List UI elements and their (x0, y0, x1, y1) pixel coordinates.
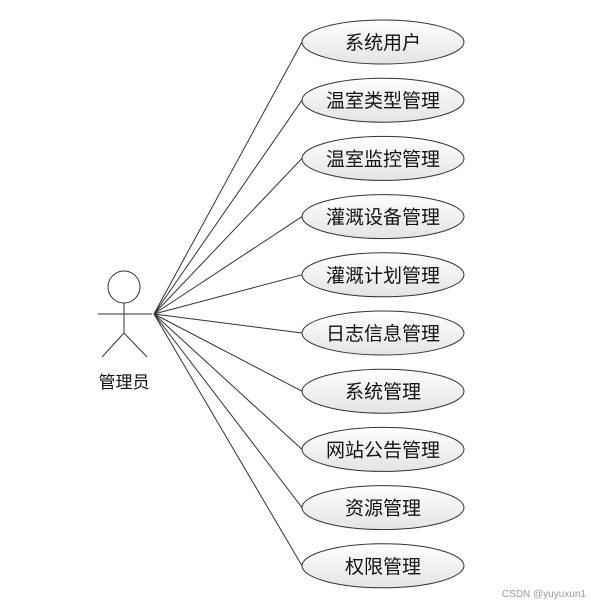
use-case-label: 权限管理 (345, 556, 421, 578)
actor-label: 管理员 (99, 373, 150, 393)
use-case-ellipse (301, 368, 465, 414)
use-case-label: 系统管理 (345, 381, 421, 403)
use-case-label: 温室监控管理 (326, 148, 440, 170)
association-line (153, 158, 303, 315)
use-case-6: 日志信息管理 (301, 310, 465, 356)
association-line (153, 41, 303, 315)
use-case-8: 网站公告管理 (301, 426, 465, 472)
association-line (153, 313, 303, 450)
use-case-5: 灌溉计划管理 (301, 252, 465, 298)
use-case-3: 温室监控管理 (301, 135, 465, 181)
actor-admin: 管理员 (98, 270, 152, 393)
use-case-label: 灌溉计划管理 (326, 265, 440, 287)
use-case-4: 灌溉设备管理 (301, 194, 465, 240)
association-line (153, 313, 303, 567)
use-case-ellipse (301, 194, 465, 240)
association-line (153, 313, 303, 334)
watermark: CSDN @yuyuxun1 (502, 589, 587, 600)
use-case-label: 日志信息管理 (326, 323, 440, 345)
use-case-label: 系统用户 (345, 32, 421, 54)
use-case-label: 温室类型管理 (326, 90, 440, 112)
actor-head (107, 270, 141, 304)
association-lines (153, 41, 303, 567)
use-case-10: 权限管理 (301, 543, 465, 589)
use-case-9: 资源管理 (301, 485, 465, 531)
use-case-7: 系统管理 (301, 368, 465, 414)
association-line (153, 274, 303, 315)
association-line (153, 313, 303, 508)
use-case-ellipse (301, 310, 465, 356)
use-case-label: 灌溉设备管理 (326, 207, 440, 229)
use-case-ellipse (301, 135, 465, 181)
actor-right-leg (123, 332, 148, 358)
use-case-ellipse (301, 426, 465, 472)
association-line (153, 216, 303, 315)
use-case-label: 网站公告管理 (326, 439, 440, 461)
association-line (153, 99, 303, 315)
use-case-2: 温室类型管理 (301, 77, 465, 123)
use-case-1: 系统用户 (301, 19, 465, 65)
use-case-ellipse (301, 252, 465, 298)
use-case-ellipse (301, 77, 465, 123)
use-case-label: 资源管理 (345, 498, 421, 520)
association-line (153, 313, 303, 392)
actor-left-leg (101, 332, 125, 358)
use-case-ellipse (301, 485, 465, 531)
use-case-ellipse (301, 19, 465, 65)
use-case-ellipse (301, 543, 465, 589)
use-cases: 系统用户温室类型管理温室监控管理灌溉设备管理灌溉计划管理日志信息管理系统管理网站… (301, 19, 465, 589)
